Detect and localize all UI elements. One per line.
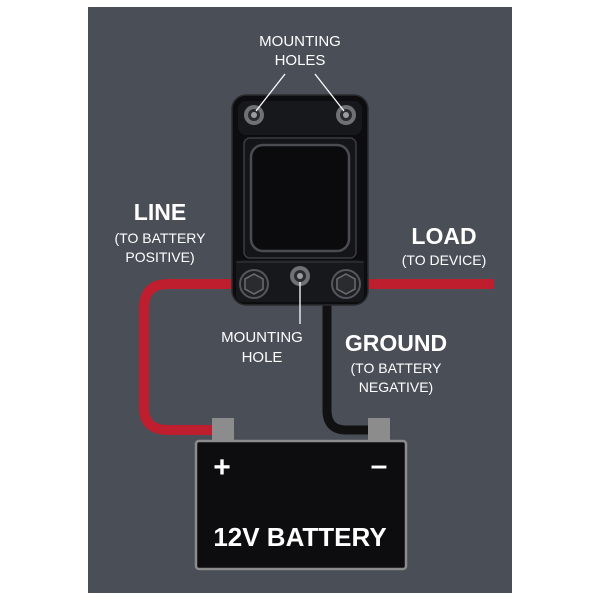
ground-title: GROUND: [345, 330, 447, 356]
battery-plus-symbol: +: [213, 451, 231, 484]
screw-icon: [239, 269, 269, 299]
load-title: LOAD: [411, 223, 476, 249]
line-subtitle-line2: POSITIVE): [125, 249, 194, 265]
screw-icon: [331, 269, 361, 299]
mounting-hole-label-line2: HOLE: [242, 349, 283, 366]
ground-subtitle-line2: NEGATIVE): [359, 379, 433, 395]
battery-terminal-negative: [368, 418, 390, 444]
line-title: LINE: [134, 199, 186, 225]
circuit-breaker-icon: [231, 94, 369, 306]
load-subtitle: (TO DEVICE): [402, 252, 487, 268]
line-wire: [139, 279, 255, 435]
screw-icon: [336, 105, 356, 125]
ground-wire: [322, 295, 383, 435]
battery-icon: [194, 418, 408, 571]
mounting-holes-label-line1: MOUNTING: [259, 33, 341, 50]
pointer-lines: [255, 73, 345, 324]
mounting-holes-label-line2: HOLES: [275, 52, 326, 69]
line-subtitle-line1: (TO BATTERY: [114, 230, 206, 246]
battery-terminal-positive: [212, 418, 234, 444]
battery-label: 12V BATTERY: [213, 522, 386, 552]
screw-icon: [290, 266, 310, 286]
battery-minus-symbol: –: [371, 449, 388, 482]
ground-subtitle-line1: (TO BATTERY: [350, 360, 442, 376]
mounting-hole-label-line1: MOUNTING: [221, 329, 303, 346]
screw-icon: [244, 105, 264, 125]
